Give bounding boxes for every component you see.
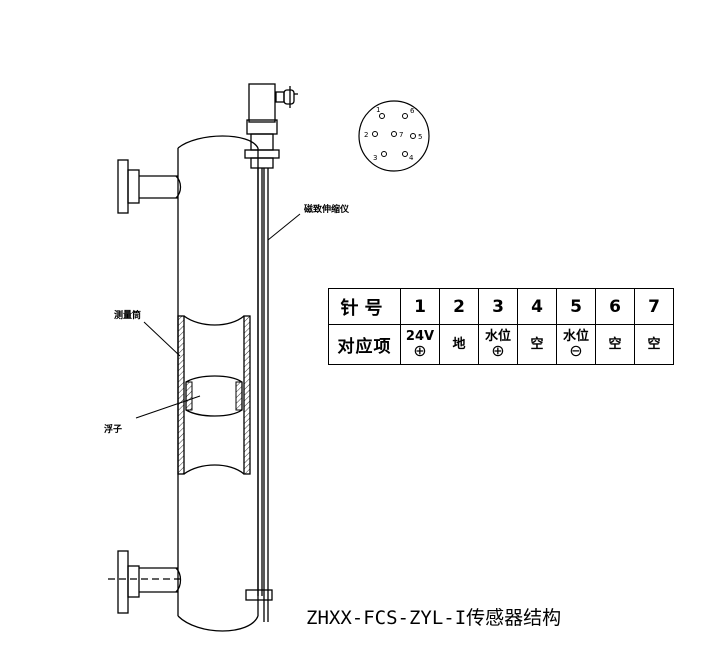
pin-value-cell: 空 (517, 324, 557, 365)
pin-value-text: 空 (530, 337, 544, 352)
pin-number-cell: 3 (478, 288, 518, 325)
lower-nozzle (108, 550, 183, 614)
table-row: 针号 1 2 3 4 5 6 7 (328, 288, 674, 325)
pin-number-cell: 7 (634, 288, 674, 325)
measuring-tube-label: 测量筒 (114, 309, 141, 321)
header-label-cell: 针号 (328, 288, 401, 325)
drawing-caption: ZHXX-FCS-ZYL-I传感器结构 (306, 607, 562, 629)
pin-label: 4 (409, 154, 414, 162)
pin-assignment-table: 针号 1 2 3 4 5 6 7 对应项 24V⊕ 地 水位⊕ 空 水位⊖ 空 … (328, 288, 674, 365)
pin-label: 1 (376, 106, 380, 114)
magnetostrictive-gauge (244, 83, 298, 622)
pin-number-cell: 2 (439, 288, 479, 325)
pin-value-text: 24V (405, 329, 435, 344)
connector-pin-diagram: 1 6 2 7 5 3 4 (358, 100, 430, 172)
pin-label: 3 (373, 154, 377, 162)
polarity-symbol: ⊕ (491, 341, 505, 360)
pin-value-cell: 24V⊕ (400, 324, 440, 365)
tube-wall-right-hatch (244, 316, 250, 474)
pin-label: 6 (410, 107, 415, 115)
pin-label: 7 (399, 131, 403, 139)
pin-number-cell: 6 (595, 288, 635, 325)
pin-value-cell: 水位⊖ (556, 324, 596, 365)
pin-value-text: 空 (608, 337, 622, 352)
polarity-symbol: ⊕ (413, 341, 427, 360)
table-row: 对应项 24V⊕ 地 水位⊕ 空 水位⊖ 空 空 (328, 324, 674, 365)
pin-number-cell: 4 (517, 288, 557, 325)
pin-value-cell: 空 (634, 324, 674, 365)
float (185, 375, 243, 417)
pin-label: 2 (364, 131, 368, 139)
pin-label: 5 (418, 133, 422, 141)
tube-wall-left-hatch (178, 316, 184, 474)
pin-value-cell: 水位⊕ (478, 324, 518, 365)
polarity-symbol: ⊖ (569, 341, 583, 360)
pin-value-cell: 地 (439, 324, 479, 365)
pin-number-cell: 1 (400, 288, 440, 325)
magnetic-gauge-label: 磁致伸缩仪 (304, 203, 350, 215)
pin-value-cell: 空 (595, 324, 635, 365)
pin-value-text: 水位 (562, 329, 589, 344)
pin-value-text: 空 (647, 337, 661, 352)
pin-number-cell: 5 (556, 288, 596, 325)
upper-nozzle (117, 159, 182, 214)
float-label: 浮子 (104, 423, 122, 435)
pin-value-text: 地 (452, 337, 466, 352)
pin-value-text: 水位 (484, 329, 511, 344)
leader-lines (135, 213, 301, 419)
value-label-cell: 对应项 (328, 324, 401, 365)
